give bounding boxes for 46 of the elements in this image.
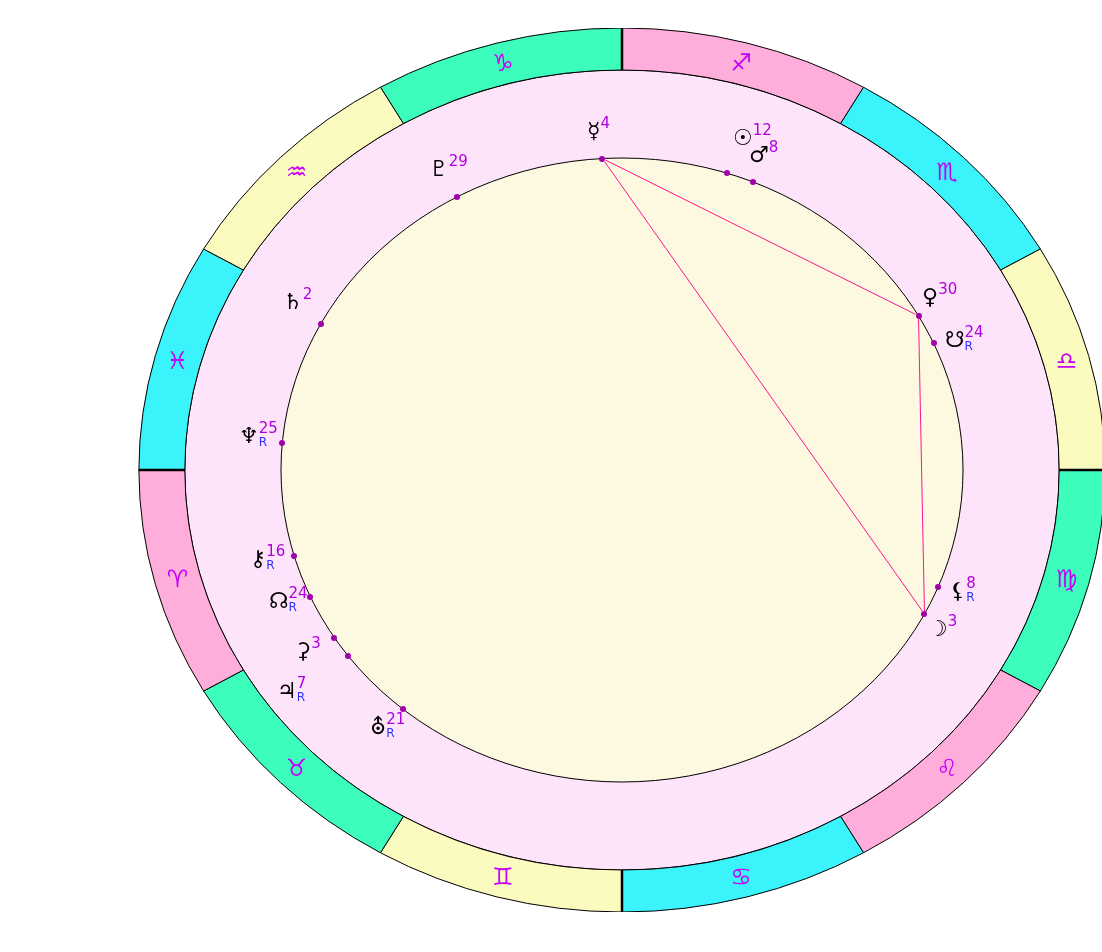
position-dot-icon [345,653,352,659]
zodiac-segment [1000,249,1102,470]
zodiac-sign: ♍ [1055,566,1078,591]
position-dot-icon [291,553,298,559]
zodiac-segment [203,87,404,270]
planet-glyph-label: ☽$^{3}$ [928,614,958,640]
zodiac-sign: ♉ [285,755,308,780]
planet-glyph-label: ⚳$^{3}$ [295,636,321,662]
planet-glyph-label: ♇$^{29}$ [429,154,468,180]
zodiac-sign: ♌ [936,755,959,780]
position-dot-icon [453,194,460,201]
position-dot-icon [331,634,338,641]
position-dot-icon [749,178,756,185]
position-dot-icon [724,170,731,177]
position-dot-icon [279,439,286,446]
zodiac-sign: ♈ [166,566,189,591]
zodiac-sign: ♋ [730,864,752,889]
zodiac-segment [840,87,1041,270]
zodiac-segment [1000,470,1102,692]
zodiac-segment [840,670,1041,853]
position-dot-icon [399,706,406,712]
planet-glyph-label: ☿$^{4}$ [587,116,611,142]
zodiac-sign: ♏ [936,160,959,185]
position-dot-icon [317,320,324,327]
zodiac-sign: ♑ [492,51,514,76]
zodiac-segment [621,816,864,912]
zodiac-segment [203,670,404,853]
zodiac-sign: ♓ [166,349,189,374]
position-dot-icon [599,155,606,162]
zodiac-sign: ♎ [1055,349,1078,374]
position-dot-icon [915,312,922,319]
position-dot-icon [930,340,937,347]
zodiac-segment [622,28,864,124]
position-dot-icon [935,583,942,590]
position-dot-icon [307,593,314,600]
zodiac-segment [138,469,244,691]
planet-glyph-label: ♄$^{2}$ [283,287,313,313]
aspect-line [604,161,923,612]
zodiac-segment [380,816,622,912]
zodiac-sign: ♒ [285,160,308,185]
planet-glyph-label: ♀$^{30}$ [922,282,958,308]
aspect-line [604,159,916,315]
position-dot-icon [921,611,928,618]
zodiac-sign: ♐ [730,51,752,76]
aspect-line [918,318,925,612]
zodiac-sign: ♊ [492,864,514,889]
